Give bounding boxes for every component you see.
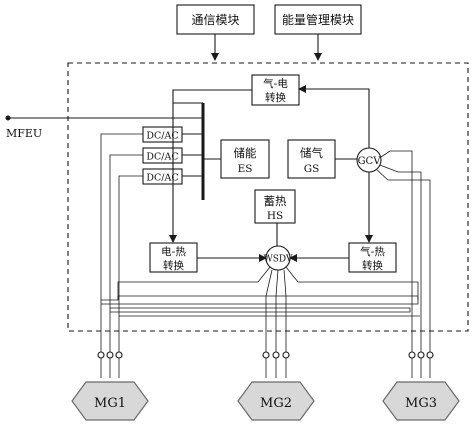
gas-heat-line2: 转换 [362, 259, 383, 272]
mg3-terminals [408, 350, 434, 378]
dcac-converter-1: DC/AC [142, 126, 183, 143]
gcv-label: GCV [358, 156, 382, 167]
dcac-label-3: DC/AC [146, 173, 178, 184]
hs-label-1: 蓄热 [264, 194, 287, 208]
es-label-2: ES [238, 163, 253, 175]
gas-storage-gs: 储气 GS [287, 139, 336, 179]
elec-heat-line1: 电-热 [161, 245, 186, 258]
hs-label-2: HS [267, 210, 283, 222]
comm-module-label: 通信模块 [191, 13, 239, 27]
es-label-1: 储能 [234, 146, 257, 160]
mg3-label: MG3 [405, 396, 437, 411]
dcac-label-1: DC/AC [146, 131, 178, 142]
wsdv-fanout-lines [117, 266, 419, 350]
gas-heat-line1: 气-热 [360, 245, 385, 258]
gs-label-2: GS [304, 163, 320, 175]
gcv-radial-lines [376, 150, 431, 350]
gas-to-elec-converter: 气-电 转换 [251, 74, 300, 106]
wsdv-label: WSDV [264, 255, 293, 265]
mg2-label: MG2 [260, 396, 292, 411]
gcv-to-gas-elec-arrow [298, 85, 370, 148]
energy-mgmt-module-label: 能量管理模块 [282, 12, 354, 27]
gas-elec-to-bus-line [172, 89, 252, 104]
elec-heat-line2: 转换 [163, 259, 184, 272]
dcac-label-2: DC/AC [146, 152, 178, 163]
bottom-interconnect-lines [101, 295, 420, 317]
microgrid-mg3: MG3 [382, 381, 460, 421]
elec-to-heat-converter: 电-热 转换 [149, 242, 198, 273]
gas-to-elec-line2: 转换 [265, 91, 286, 104]
dcac-converter-3: DC/AC [142, 168, 183, 185]
energy-mgmt-module: 能量管理模块 [274, 4, 362, 35]
microgrid-mg1: MG1 [71, 381, 149, 421]
gs-label-1: 储气 [300, 146, 323, 160]
heat-storage-hs: 蓄热 HS [254, 189, 296, 224]
mfeu-label: MFEU [6, 127, 42, 140]
dcac-to-mg-lines [100, 133, 143, 350]
mg1-label: MG1 [94, 396, 126, 411]
mg2-terminals [262, 350, 290, 378]
dcac-converter-2: DC/AC [142, 147, 183, 164]
comm-module: 通信模块 [176, 4, 255, 35]
gcv-node: GCV [356, 147, 382, 173]
electric-storage-es: 储能 ES [220, 139, 270, 179]
mg1-terminals [97, 350, 123, 378]
gas-to-heat-converter: 气-热 转换 [348, 242, 397, 273]
system-boundary [67, 62, 469, 332]
wsdv-node: WSDV [264, 245, 293, 271]
microgrid-mg2: MG2 [237, 381, 315, 421]
gas-to-elec-line1: 气-电 [263, 77, 288, 90]
